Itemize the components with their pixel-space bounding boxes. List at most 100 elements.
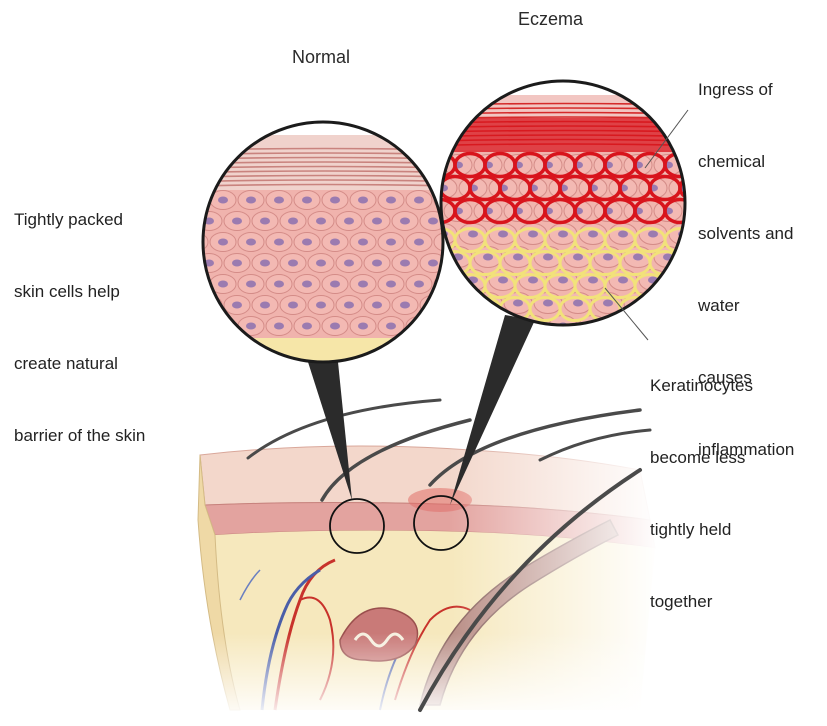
label-line: together (650, 590, 753, 614)
cell-nucleus (358, 239, 368, 246)
cell-nucleus (358, 197, 368, 204)
normal-magnified-view (182, 120, 474, 370)
label-line: Tightly packed (14, 208, 145, 232)
loose-cell-gap (650, 298, 680, 321)
cell-nucleus (543, 300, 553, 307)
cell-nucleus (232, 302, 242, 309)
cell-nucleus (358, 323, 368, 330)
cell-nucleus (330, 239, 340, 246)
cell-nucleus (218, 239, 228, 246)
skin-cross-section (190, 430, 660, 720)
label-line: Keratinocytes (650, 374, 753, 398)
cell-nucleus (274, 323, 284, 330)
label-line: water (698, 294, 794, 318)
loose-cell-gap (470, 298, 500, 321)
cell-nucleus (453, 300, 463, 307)
cell-nucleus (330, 323, 340, 330)
cell-nucleus (663, 300, 673, 307)
cell-nucleus (386, 239, 396, 246)
cell-nucleus (330, 197, 340, 204)
cell-nucleus (218, 197, 228, 204)
title-eczema: Eczema (518, 9, 583, 30)
cell-nucleus (414, 323, 424, 330)
cell-nucleus (302, 197, 312, 204)
cell-nucleus (543, 254, 553, 261)
cell-nucleus (316, 218, 326, 225)
skin-cell (182, 275, 208, 294)
cell-nucleus (498, 277, 508, 284)
cell-nucleus (344, 218, 354, 225)
cell-nucleus (618, 323, 628, 330)
cell-nucleus (190, 281, 200, 288)
cell-nucleus (302, 323, 312, 330)
cell-nucleus (414, 197, 424, 204)
cell-nucleus (414, 239, 424, 246)
cell-nucleus (190, 239, 200, 246)
cell-nucleus (302, 239, 312, 246)
cell-nucleus (260, 260, 270, 267)
cell-nucleus (246, 197, 256, 204)
label-keratinocytes: Keratinocytes become less tightly held t… (650, 326, 753, 662)
skin-cell (654, 293, 682, 314)
cell-nucleus (386, 323, 396, 330)
cell-nucleus (588, 277, 598, 284)
cell-nucleus (438, 277, 448, 284)
label-line: solvents and (698, 222, 794, 246)
cell-nucleus (442, 323, 452, 330)
title-normal: Normal (292, 47, 350, 68)
cell-nucleus (428, 218, 438, 225)
cell-nucleus (288, 260, 298, 267)
cell-nucleus (428, 302, 438, 309)
cell-nucleus (190, 323, 200, 330)
cell-nucleus (246, 323, 256, 330)
cell-nucleus (400, 260, 410, 267)
cell-nucleus (438, 323, 448, 330)
label-line: create natural (14, 352, 145, 376)
cell-nucleus (372, 218, 382, 225)
skin-cell (182, 191, 208, 210)
skin-cell (182, 317, 208, 336)
cell-nucleus (603, 300, 613, 307)
cell-nucleus (468, 323, 478, 330)
cell-nucleus (218, 323, 228, 330)
cell-nucleus (232, 260, 242, 267)
cell-nucleus (246, 281, 256, 288)
cell-nucleus (618, 277, 628, 284)
cell-nucleus (274, 197, 284, 204)
cell-nucleus (414, 281, 424, 288)
skin-cell (669, 270, 697, 291)
skin-cell (434, 317, 460, 336)
skin-cell (609, 316, 637, 337)
cell-nucleus (372, 302, 382, 309)
cell-nucleus (428, 260, 438, 267)
cell-nucleus (358, 281, 368, 288)
cell-nucleus (400, 302, 410, 309)
cell-nucleus (288, 218, 298, 225)
cell-nucleus (633, 254, 643, 261)
cell-nucleus (288, 302, 298, 309)
cell-nucleus (456, 302, 466, 309)
cell-nucleus (316, 302, 326, 309)
eczema-magnified-view (414, 70, 727, 340)
cell-nucleus (648, 231, 658, 238)
cell-nucleus (246, 239, 256, 246)
cell-nucleus (442, 281, 452, 288)
cell-nucleus (678, 277, 688, 284)
cell-nucleus (386, 281, 396, 288)
cell-nucleus (316, 260, 326, 267)
cell-nucleus (573, 300, 583, 307)
label-line: skin cells help (14, 280, 145, 304)
label-line: tightly held (650, 518, 753, 542)
label-line: Ingress of (698, 78, 794, 102)
label-line: barrier of the skin (14, 424, 145, 448)
skin-cell (448, 296, 474, 315)
cell-nucleus (558, 231, 568, 238)
cell-nucleus (344, 302, 354, 309)
label-normal-barrier: Tightly packed skin cells help create na… (14, 160, 145, 496)
cell-nucleus (260, 302, 270, 309)
cell-nucleus (528, 231, 538, 238)
cell-nucleus (468, 231, 478, 238)
cell-nucleus (498, 231, 508, 238)
cell-nucleus (330, 281, 340, 288)
cell-nucleus (204, 302, 214, 309)
